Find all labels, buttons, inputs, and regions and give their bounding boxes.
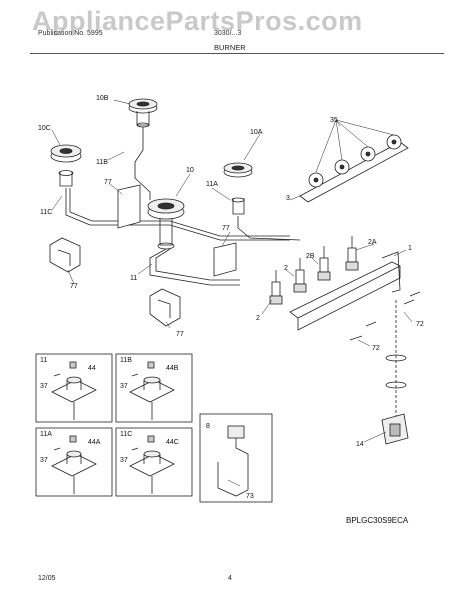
manifold-1 xyxy=(289,251,401,331)
valve-2b xyxy=(317,246,331,281)
label-77-a: 77 xyxy=(104,179,112,186)
screws-72 xyxy=(349,291,421,341)
inset-label-8: 8 xyxy=(206,423,210,430)
label-2-b: 2 xyxy=(256,315,260,322)
label-77-b: 77 xyxy=(222,225,230,232)
label-3: 3 xyxy=(286,195,290,202)
label-11a: 11A xyxy=(206,181,218,188)
orifice-holder-11c xyxy=(129,435,175,494)
header-rule xyxy=(30,53,444,54)
bezel-strip-3 xyxy=(299,119,409,203)
label-2-a: 2 xyxy=(284,265,288,272)
orifice-holder-11a xyxy=(51,435,97,494)
model-code: BPLGC30S9ECA xyxy=(346,516,409,525)
label-72-b: 72 xyxy=(372,345,380,352)
bracket-77-middle xyxy=(213,242,237,277)
label-10b: 10B xyxy=(96,95,109,102)
inset-label-44: 44 xyxy=(88,365,96,372)
label-14: 14 xyxy=(356,441,364,448)
orifice-holder-11b xyxy=(129,361,175,420)
label-77-c: 77 xyxy=(70,283,78,290)
inset-label-11c: 11C xyxy=(120,431,132,438)
inset-label-11b-37: 37 xyxy=(120,383,128,390)
inset-11-box xyxy=(35,353,113,423)
watermark: AppliancePartsPros.com xyxy=(0,0,464,40)
section-title: BURNER xyxy=(214,43,246,52)
label-77-d: 77 xyxy=(176,331,184,338)
valve-2-a xyxy=(269,270,283,305)
inset-label-11: 11 xyxy=(40,357,47,364)
inset-label-11b: 11B xyxy=(120,357,132,364)
label-35: 35 xyxy=(330,117,338,124)
bracket-77-upper xyxy=(117,184,141,229)
spark-module-8 xyxy=(217,425,249,497)
inset-label-11a-37: 37 xyxy=(40,457,48,464)
label-11: 11 xyxy=(130,275,137,282)
inset-label-11a: 11A xyxy=(40,431,52,438)
inset-label-44a: 44A xyxy=(88,439,101,446)
inset-label-44b: 44B xyxy=(166,365,179,372)
valve-2-b xyxy=(293,258,307,293)
label-11c: 11C xyxy=(40,209,52,216)
header-model: 3030/...3 xyxy=(214,30,242,37)
bracket-77-left xyxy=(49,237,81,273)
label-72-a: 72 xyxy=(416,321,424,328)
watermark-text: AppliancePartsPros.com xyxy=(32,6,363,36)
burner-10c xyxy=(50,144,290,241)
header-publication: Publication No. 5995 xyxy=(38,30,103,37)
label-2a: 2A xyxy=(368,239,377,246)
orifice-holder-11 xyxy=(51,361,97,420)
inset-label-73: 73 xyxy=(246,493,254,500)
label-1: 1 xyxy=(408,245,412,252)
burner-10 xyxy=(147,198,240,286)
inset-11a-box xyxy=(35,427,113,497)
inset-8-box xyxy=(199,413,273,503)
page-number: 4 xyxy=(228,575,232,582)
regulator-14 xyxy=(381,300,409,445)
footer-date: 12/05 xyxy=(38,575,56,582)
label-11b: 11B xyxy=(96,159,108,166)
inset-label-11-37: 37 xyxy=(40,383,48,390)
label-2b: 2B xyxy=(306,253,315,260)
valve-2a xyxy=(345,236,359,271)
inset-11b-box xyxy=(115,353,193,423)
burner-10a xyxy=(223,162,301,241)
bracket-77-lower xyxy=(149,288,181,327)
inset-label-44c: 44C xyxy=(166,439,179,446)
label-10a: 10A xyxy=(250,129,263,136)
inset-11c-box xyxy=(115,427,193,497)
inset-label-11c-37: 37 xyxy=(120,457,128,464)
label-10c: 10C xyxy=(38,125,51,132)
label-10: 10 xyxy=(186,167,194,174)
burner-10b xyxy=(128,98,158,200)
